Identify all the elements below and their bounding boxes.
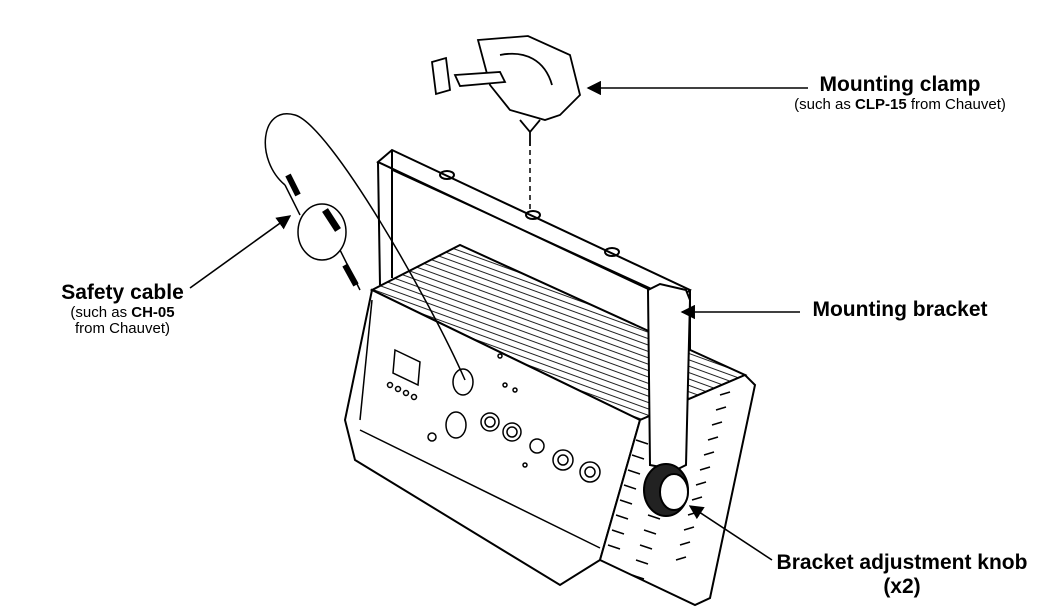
fixture-body bbox=[343, 243, 757, 607]
mounting-bracket-title: Mounting bracket bbox=[812, 298, 988, 321]
bracket-knob-label: Bracket adjustment knob (x2) bbox=[762, 551, 1042, 598]
mounting-clamp bbox=[431, 35, 581, 146]
front-panel-connectors bbox=[386, 348, 601, 483]
safety-cable-subtitle-2: from Chauvet) bbox=[74, 320, 171, 338]
safety-cable bbox=[264, 113, 466, 381]
bracket-knob-title: Bracket adjustment knob bbox=[776, 551, 1028, 574]
knob-arrow bbox=[688, 505, 773, 561]
clamp-model: CLP-15 bbox=[854, 95, 907, 113]
mounting-clamp-subtitle: (such as CLP-15 from Chauvet) bbox=[760, 95, 1040, 114]
safety-cable-title: Safety cable bbox=[61, 281, 184, 304]
bracket-knob-count: (x2) bbox=[883, 574, 921, 598]
cable-arrow bbox=[189, 215, 292, 289]
safety-cable-subtitle-1: (such as CH-05 bbox=[40, 303, 205, 322]
mounting-bracket-label: Mounting bracket bbox=[800, 298, 1000, 322]
mounting-clamp-title: Mounting clamp bbox=[819, 73, 981, 96]
clamp-sub-suffix: from Chauvet) bbox=[906, 95, 1006, 113]
bracket-adjustment-knob bbox=[643, 463, 689, 517]
bracket-arm-front bbox=[646, 282, 692, 472]
mounting-clamp-label: Mounting clamp (such as CLP-15 from Chau… bbox=[760, 73, 1040, 113]
cable-sub-prefix: (such as bbox=[70, 303, 132, 321]
safety-cable-label: Safety cable (such as CH-05 from Chauvet… bbox=[40, 281, 205, 338]
cable-model: CH-05 bbox=[131, 303, 175, 321]
clamp-sub-prefix: (such as bbox=[794, 95, 855, 113]
